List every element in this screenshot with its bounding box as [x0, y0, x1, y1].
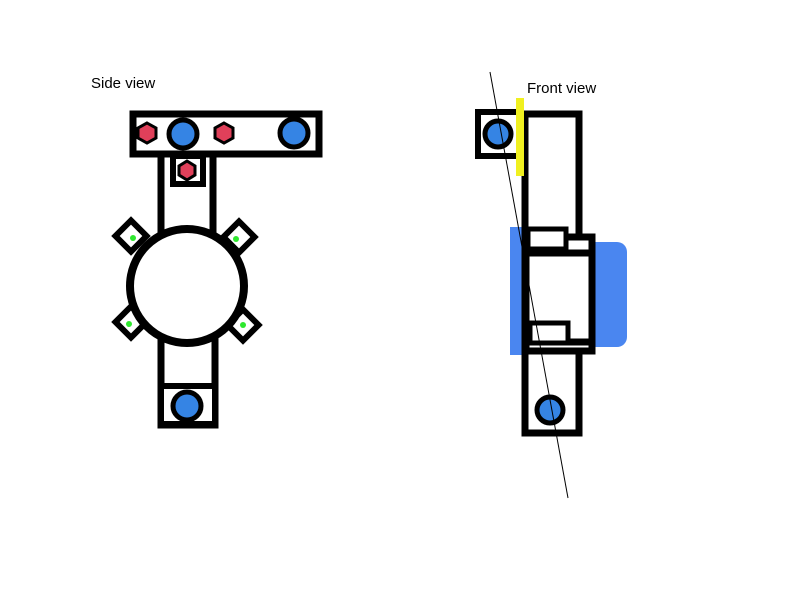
clamp-lower-tab	[527, 320, 571, 346]
front-view-label: Front view	[527, 80, 597, 97]
green-pin-icon	[233, 236, 239, 242]
front-view	[475, 71, 627, 499]
green-pin-icon	[126, 321, 132, 327]
green-pin-icon	[130, 235, 136, 241]
side-view	[111, 110, 323, 429]
blue-bolt-icon	[170, 389, 204, 423]
blue-bolt-icon	[166, 117, 200, 151]
hex-nut-icon	[136, 121, 158, 145]
reference-line	[489, 71, 569, 499]
green-pin-icon	[240, 322, 246, 328]
side-view-label: Side view	[91, 75, 156, 92]
tab-upper-left	[111, 216, 151, 256]
clamp-upper-tab	[525, 226, 569, 252]
blue-bolt-icon	[277, 116, 311, 150]
blue-bolt-icon	[482, 118, 514, 150]
central-disk	[126, 225, 248, 347]
hex-nut-icon	[177, 159, 197, 182]
hex-nut-icon	[213, 121, 235, 145]
yellow-highlight-strip	[516, 98, 524, 176]
